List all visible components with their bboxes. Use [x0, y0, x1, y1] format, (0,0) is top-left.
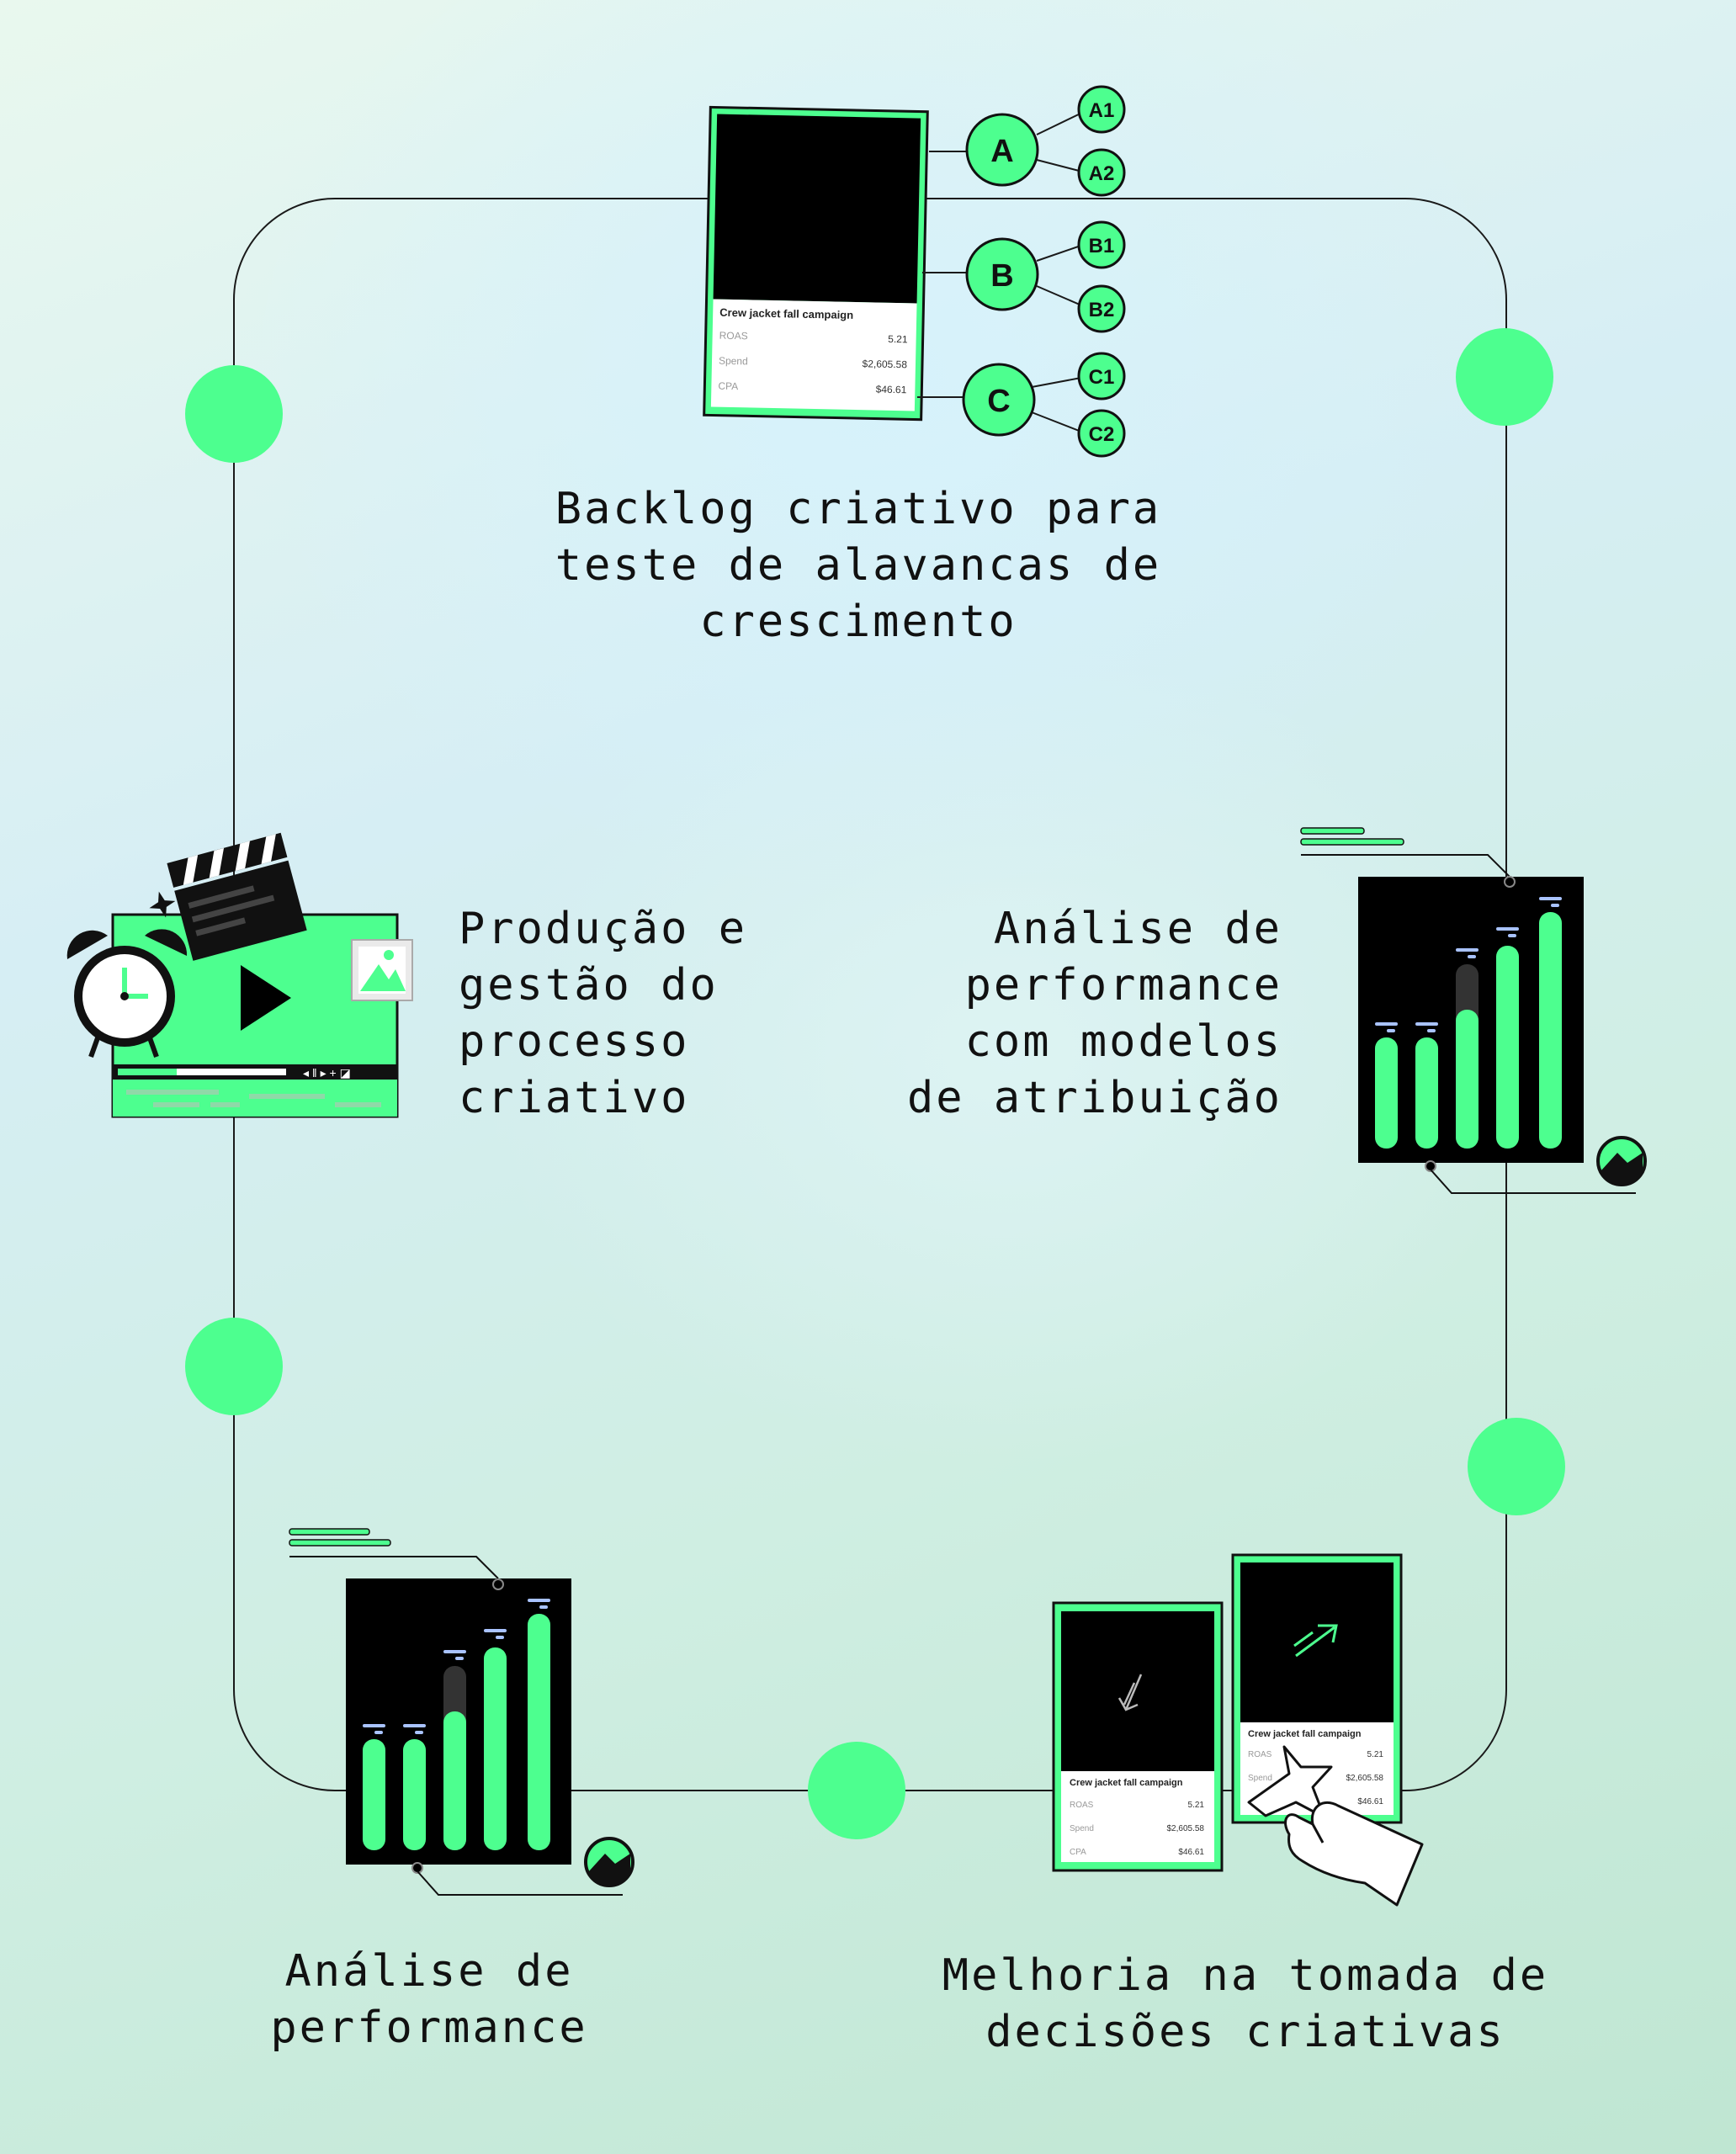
svg-text:B1: B1	[1089, 235, 1115, 257]
tree-node-a: A	[965, 113, 1039, 187]
backlog-illustration: Crew jacket fall campaign ROAS 5.21 Spen…	[703, 85, 1126, 458]
campaign-card: Crew jacket fall campaign ROAS 5.21 Spen…	[1052, 1601, 1224, 1872]
svg-text:Crew jacket fall campaign: Crew jacket fall campaign	[1070, 1778, 1183, 1788]
step-label-analise: Análise de performance	[270, 1946, 588, 2053]
svg-text:ROAS: ROAS	[1070, 1801, 1094, 1810]
svg-text:$46.61: $46.61	[1178, 1848, 1204, 1857]
cycle-node	[808, 1742, 905, 1839]
card-row-value: $2,605.58	[862, 358, 907, 370]
tree-node-b1: B1	[1077, 220, 1126, 269]
tree-node-c1: C1	[1077, 352, 1126, 401]
alarm-clock-icon	[66, 929, 188, 1058]
tree-node-b2: B2	[1077, 284, 1126, 333]
step-label-backlog: Backlog criativo para teste de alavancas…	[555, 484, 1162, 647]
svg-text:C1: C1	[1089, 366, 1115, 389]
analysis-illustration	[289, 1528, 634, 1896]
svg-text:A1: A1	[1089, 99, 1115, 122]
tree-node-b: B	[965, 237, 1039, 311]
svg-text:B: B	[990, 258, 1013, 294]
card-title: Crew jacket fall campaign	[719, 306, 853, 321]
clapperboard-icon	[149, 832, 307, 961]
tree-node-a2: A2	[1077, 148, 1126, 197]
step-label-producao: Produção e gestão do processo criativo	[459, 904, 748, 1123]
svg-text:$46.61: $46.61	[1357, 1797, 1383, 1806]
card-row-label: Spend	[719, 355, 748, 368]
tree-node-a1: A1	[1077, 85, 1126, 134]
decision-illustration: Crew jacket fall campaign ROAS 5.21 Spen…	[1052, 1553, 1424, 1907]
svg-text:Spend: Spend	[1248, 1774, 1272, 1783]
arrow-down-icon	[1118, 1674, 1143, 1711]
step-label-atribuicao: Análise de performance com modelos de at…	[907, 904, 1282, 1123]
svg-text:B2: B2	[1089, 299, 1115, 321]
cycle-node	[185, 365, 283, 463]
image-icon	[351, 939, 413, 1001]
pie-icon	[584, 1837, 634, 1887]
play-icon	[241, 965, 291, 1031]
cycle-node	[185, 1318, 283, 1415]
hand-cursor-icon	[1247, 1745, 1424, 1907]
svg-text:Crew jacket fall campaign: Crew jacket fall campaign	[1248, 1729, 1362, 1739]
svg-text:◂ ‖ ▸ + ◪: ◂ ‖ ▸ + ◪	[303, 1066, 351, 1080]
card-row-value: 5.21	[888, 333, 908, 345]
step-label-melhoria: Melhoria na tomada de decisões criativas	[942, 1950, 1549, 2057]
card-row-label: CPA	[718, 380, 738, 392]
tree-node-c2: C2	[1077, 409, 1126, 458]
campaign-card: Crew jacket fall campaign ROAS 5.21 Spen…	[703, 105, 929, 422]
bar-chart-bars	[1375, 897, 1562, 1149]
arrow-up-icon	[1293, 1624, 1338, 1658]
tree-node-c: C	[962, 363, 1036, 437]
bar-chart-bars	[363, 1599, 550, 1850]
svg-text:A2: A2	[1089, 162, 1115, 185]
card-row-label: ROAS	[719, 330, 748, 342]
production-illustration: ◂ ‖ ▸ + ◪	[66, 832, 413, 1118]
svg-text:C2: C2	[1089, 423, 1115, 446]
svg-text:ROAS: ROAS	[1248, 1750, 1272, 1759]
pie-icon	[1596, 1136, 1647, 1186]
svg-text:5.21: 5.21	[1188, 1801, 1205, 1810]
svg-text:Spend: Spend	[1070, 1824, 1094, 1833]
attribution-illustration	[1300, 827, 1647, 1194]
svg-text:C: C	[987, 384, 1010, 419]
svg-text:5.21: 5.21	[1367, 1750, 1384, 1759]
card-row-value: $46.61	[876, 384, 907, 396]
svg-text:$2,605.58: $2,605.58	[1346, 1774, 1384, 1783]
cycle-node	[1456, 328, 1553, 426]
svg-text:$2,605.58: $2,605.58	[1167, 1824, 1205, 1833]
svg-text:CPA: CPA	[1070, 1848, 1086, 1857]
cycle-node	[1468, 1418, 1565, 1515]
svg-text:A: A	[990, 134, 1013, 169]
